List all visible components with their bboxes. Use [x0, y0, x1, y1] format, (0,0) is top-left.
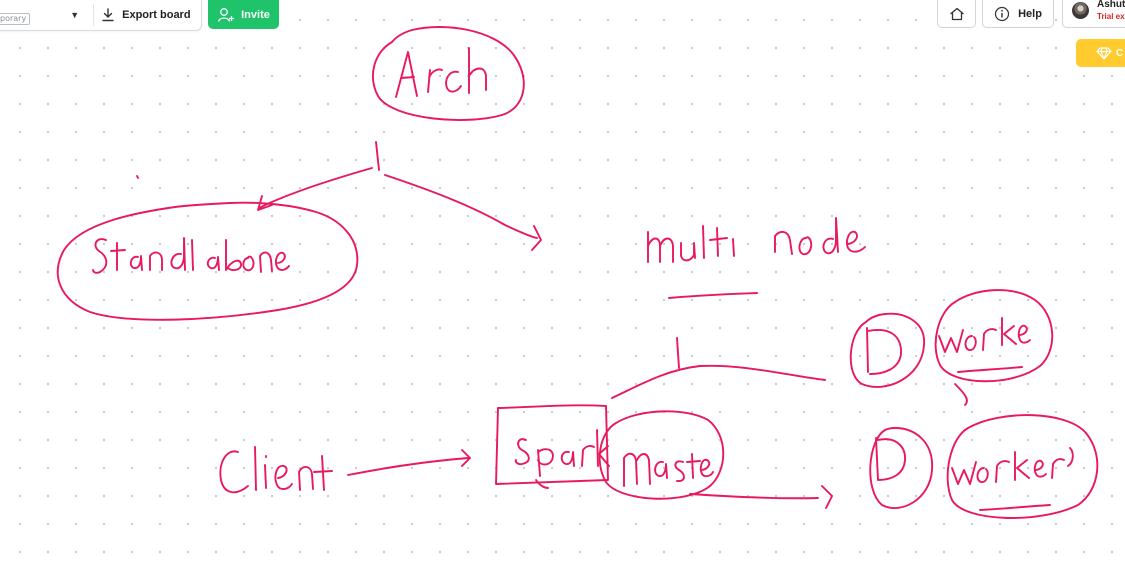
node-circle-top — [849, 312, 925, 388]
arrow-client-to-spark — [347, 449, 471, 476]
export-board-button[interactable]: Export board — [102, 8, 191, 22]
help-button[interactable]: Help — [982, 0, 1054, 28]
node-circle-bottom — [869, 427, 933, 510]
add-user-icon — [217, 7, 235, 22]
arrow-to-standalone — [257, 167, 373, 211]
avatar[interactable] — [1072, 2, 1089, 19]
board-name-tag[interactable]: porary — [0, 13, 31, 25]
export-board-label: Export board — [122, 9, 191, 21]
worker-link-top — [611, 337, 826, 399]
master-bubble — [598, 410, 725, 500]
arch-bubble — [372, 26, 525, 121]
upgrade-button[interactable]: C — [1076, 39, 1125, 67]
user-name: Ashuto — [1097, 0, 1125, 10]
invite-button[interactable]: Invite — [208, 0, 279, 29]
worker-top-handwriting — [938, 317, 1031, 406]
node-box-bottom — [875, 437, 906, 481]
help-label: Help — [1018, 7, 1042, 20]
download-icon — [102, 8, 114, 22]
diamond-icon — [1096, 46, 1112, 60]
stray-mark — [136, 175, 139, 179]
home-button[interactable] — [937, 0, 976, 28]
multinode-underline — [668, 292, 758, 299]
user-menu[interactable]: Ashuto Trial exp — [1062, 0, 1125, 28]
info-icon — [994, 6, 1010, 21]
client-handwriting — [219, 446, 333, 494]
master-handwriting — [623, 452, 714, 487]
standalone-bubble — [56, 201, 359, 321]
spark-handwriting — [514, 429, 610, 489]
worker-bottom-handwriting — [951, 447, 1074, 511]
node-box-top — [866, 327, 902, 375]
toolbar-divider — [93, 4, 95, 26]
multinode-handwriting — [647, 217, 866, 263]
standalone-handwriting — [92, 237, 290, 274]
upgrade-label: C — [1116, 47, 1124, 59]
branch-stem — [375, 141, 380, 171]
trial-status: Trial exp — [1097, 12, 1125, 21]
worker-bubble-bottom — [946, 414, 1099, 519]
board-toolbar: porary ▼ Export board — [0, 0, 202, 31]
worker-link-bottom — [689, 485, 833, 509]
home-icon — [949, 7, 964, 20]
invite-label: Invite — [241, 8, 270, 21]
chevron-down-icon[interactable]: ▼ — [70, 10, 80, 20]
arrow-to-multinode — [384, 174, 542, 251]
spark-box — [495, 404, 609, 485]
arch-handwriting — [395, 47, 487, 98]
worker-bubble-top — [934, 289, 1054, 383]
